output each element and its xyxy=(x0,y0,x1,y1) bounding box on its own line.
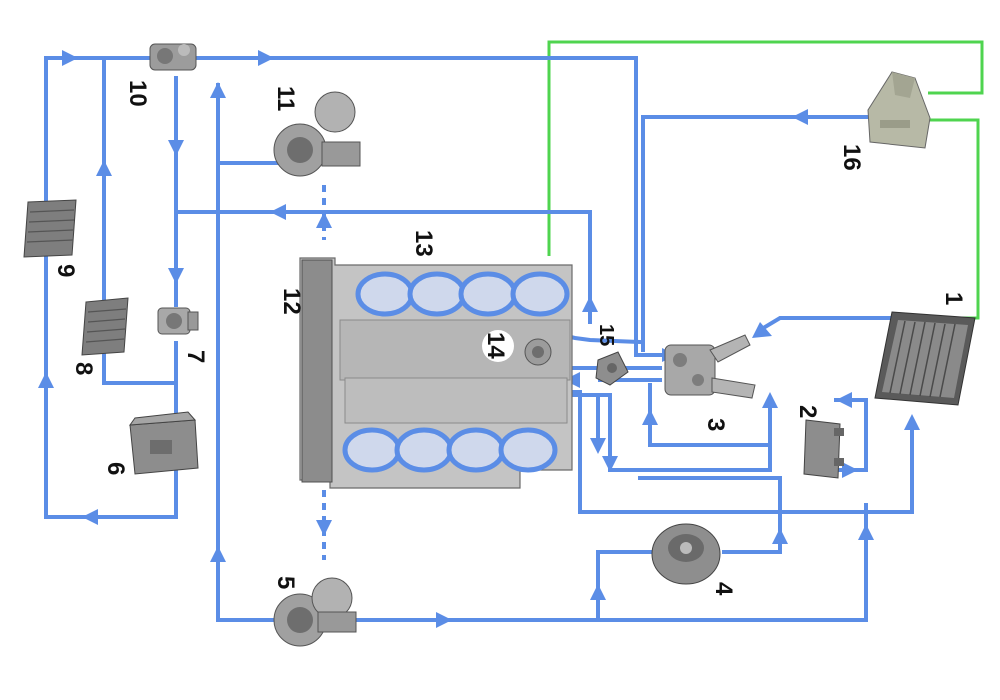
turbocharger-bottom xyxy=(273,577,357,647)
expansion-tank xyxy=(867,71,931,149)
valve-15 xyxy=(595,351,629,386)
electric-pump xyxy=(651,523,721,585)
engine-block xyxy=(299,257,573,489)
radiator-8 xyxy=(81,297,129,356)
component-labels: 1 2 3 4 5 6 7 8 9 10 11 12 13 14 15 16 xyxy=(52,80,967,596)
coolant-distributor xyxy=(664,334,756,399)
turbocharger-top xyxy=(273,91,361,177)
label-4: 4 xyxy=(710,582,737,596)
cooler xyxy=(803,419,844,479)
label-5: 5 xyxy=(272,576,299,589)
label-15: 15 xyxy=(595,324,617,346)
coolant-sensor-14 xyxy=(524,338,552,366)
auxiliary-heater xyxy=(128,411,199,475)
label-11: 11 xyxy=(272,86,299,111)
label-9: 9 xyxy=(52,264,79,277)
label-14-badge xyxy=(482,330,514,362)
label-16: 16 xyxy=(838,144,865,171)
coolant-pipes xyxy=(44,56,914,622)
label-12: 12 xyxy=(278,288,305,315)
thermostat xyxy=(149,43,197,71)
label-8: 8 xyxy=(70,362,97,375)
cylinder-bank-top xyxy=(355,271,570,317)
label-2: 2 xyxy=(794,405,821,418)
cylinder-bank-bottom xyxy=(342,427,558,473)
label-7: 7 xyxy=(182,350,209,363)
coolant-valve xyxy=(157,307,199,335)
radiator-9 xyxy=(23,199,77,258)
radiator-main xyxy=(874,311,976,406)
label-6: 6 xyxy=(102,462,129,475)
label-14: 14 xyxy=(482,332,509,359)
label-10: 10 xyxy=(124,80,151,107)
label-13: 13 xyxy=(410,230,437,257)
label-1: 1 xyxy=(940,292,967,305)
label-3: 3 xyxy=(702,418,729,431)
